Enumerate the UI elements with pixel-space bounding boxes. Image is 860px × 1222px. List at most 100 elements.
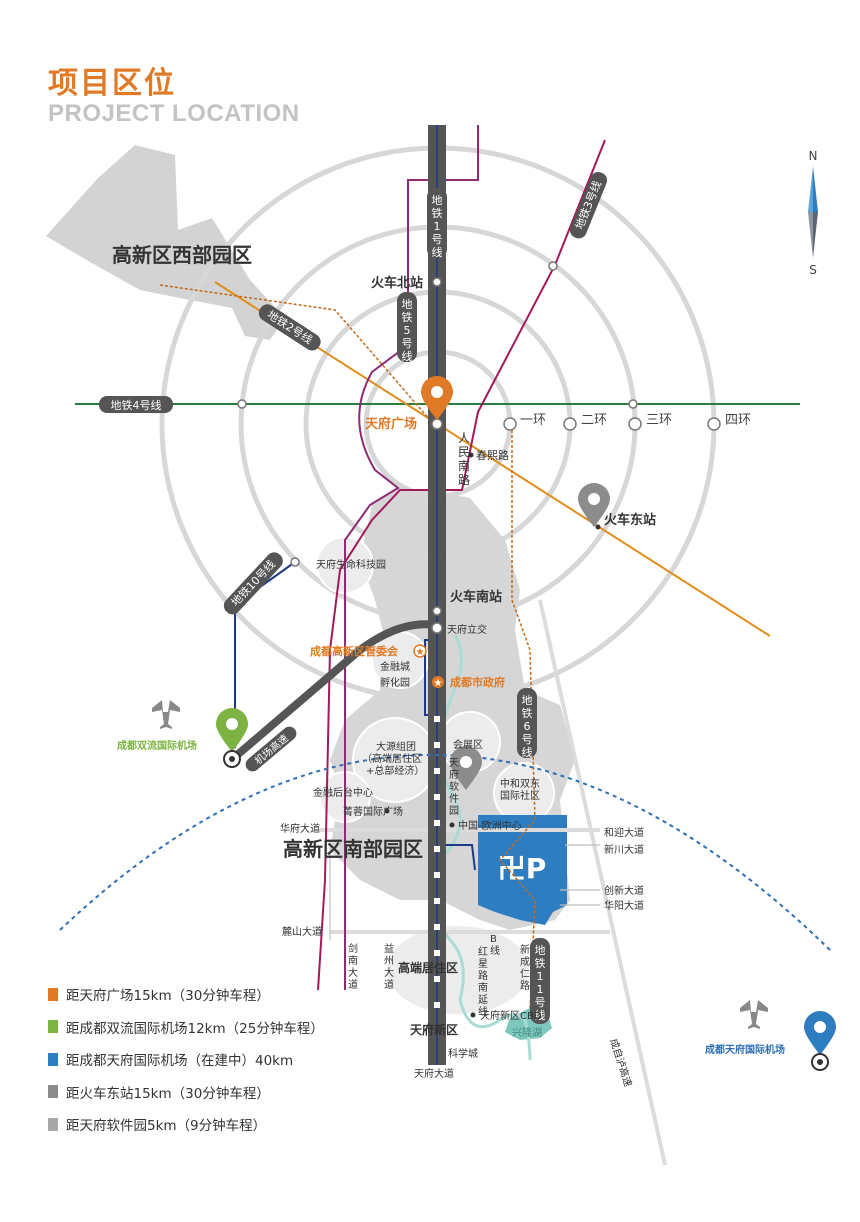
- admin-star-icon: [413, 644, 427, 658]
- dayuan-sub-label: （高端居住区: [362, 752, 422, 765]
- compass-icon: [808, 166, 818, 258]
- station-line4-w: [237, 399, 247, 409]
- legend-text: 距火车东站15km（30分钟车程）: [66, 1085, 270, 1102]
- ring1-dot: [503, 417, 517, 431]
- north-station-dot: [432, 277, 442, 287]
- metro-line-18: [159, 284, 431, 421]
- xincheng-label: 新成仁路: [520, 943, 530, 992]
- compass-north: N: [809, 149, 818, 163]
- dayuan-sub2-label: +总部经济）: [366, 764, 424, 777]
- science-city-label: 科学城: [448, 1047, 478, 1060]
- legend-swatch: [48, 1085, 58, 1099]
- tianfu-cbd-label: 天府新区CBD: [480, 1009, 542, 1022]
- ring3-label: 三环: [646, 413, 672, 428]
- line10-label: 地铁10号线: [228, 557, 278, 609]
- furong-label: 菁蓉国际广场: [343, 805, 403, 818]
- lushan-ave-label: 麓山大道: [282, 925, 322, 938]
- chunxi-road-label: 春熙路: [476, 449, 509, 462]
- airplane-icon: [152, 700, 180, 729]
- page-title: 项目区位: [48, 66, 176, 101]
- legend-text: 距天府软件园5km（9分钟车程）: [66, 1118, 267, 1135]
- legend-item: 距火车东站15km（30分钟车程）: [48, 1076, 324, 1109]
- tianfu-airport-label: 成都天府国际机场: [705, 1043, 785, 1056]
- heying-ave-label: 和迎大道: [604, 826, 644, 839]
- svg-text:★: ★: [416, 647, 425, 658]
- tianfu-square-label: 天府广场: [365, 416, 417, 432]
- ring4-dot: [707, 417, 721, 431]
- yizhou-ave-label: 益州大道: [384, 942, 394, 991]
- huafu-ave-label: 华府大道: [280, 822, 320, 835]
- project-logo-icon: 卍P: [498, 852, 547, 885]
- south-station-label: 火车南站: [450, 589, 502, 605]
- legend-text: 距天府广场15km（30分钟车程）: [66, 988, 270, 1005]
- metro-line-3: [317, 139, 606, 991]
- admin-committee-label: 成都高新区管委会: [310, 644, 399, 658]
- station-line10: [290, 557, 300, 567]
- compass-south: S: [809, 263, 817, 277]
- hongxing-label: 红星路南延线: [478, 945, 488, 1018]
- software-park-label: 天府软件园: [449, 758, 459, 817]
- huayang-ave-label: 华阳大道: [604, 899, 644, 912]
- sino-euro-label: 中国-欧洲中心: [458, 819, 522, 832]
- city-government-label: 成都市政府: [450, 675, 505, 689]
- renmin-road-label: 人民南路: [458, 431, 470, 487]
- legend-text: 距成都天府国际机场（在建中）40km: [66, 1053, 294, 1070]
- ring4-label: 四环: [725, 413, 751, 428]
- airplane-icon-2: [740, 1000, 768, 1029]
- jiannan-ave-label: 剑南大道: [348, 942, 358, 991]
- south-park-label: 高新区南部园区: [283, 837, 423, 861]
- metro-line-5: [344, 125, 479, 990]
- financial-city-label: 金融城: [380, 660, 410, 673]
- east-station-pin: [578, 483, 610, 527]
- xinglong-lake-label: 兴隆湖: [512, 1026, 542, 1039]
- shuangliu-label: 成都双流国际机场: [117, 739, 197, 752]
- south-station-dot: [432, 606, 442, 616]
- gov-star-icon: [432, 676, 444, 688]
- backoffice-label: 金融后台中心: [313, 786, 373, 799]
- shuangliu-airport-pin: [216, 708, 248, 768]
- dayuan-label: 大源组团: [376, 740, 416, 753]
- page-subtitle: PROJECT LOCATION: [48, 100, 300, 127]
- life-science-label: 天府生命科技园: [316, 558, 386, 571]
- metro-line-1-branch2: [438, 844, 476, 871]
- legend-item: 距成都双流国际机场12km（25分钟车程）: [48, 1011, 324, 1044]
- legend-swatch: [48, 987, 58, 1001]
- west-park-label: 高新区西部园区: [112, 243, 252, 267]
- legend-swatch: [48, 1117, 58, 1131]
- legend-item: 距天府广场15km（30分钟车程）: [48, 978, 324, 1011]
- tianfu-interchange-dot: [431, 622, 443, 634]
- legend-swatch: [48, 1020, 58, 1034]
- legend: 距天府广场15km（30分钟车程） 距成都双流国际机场12km（25分钟车程） …: [48, 978, 324, 1141]
- chuangxin-ave-label: 创新大道: [604, 884, 644, 897]
- ring1-label: 一环: [520, 413, 546, 428]
- tianfu-new-area-label: 天府新区: [410, 1022, 458, 1037]
- east-station-label: 火车东站: [604, 512, 656, 528]
- tianfu-square-pin: [421, 376, 453, 420]
- station-line3: [548, 261, 558, 271]
- highend-residential-label: 高端居住区: [398, 960, 458, 975]
- ring2-dot: [563, 417, 577, 431]
- project-site: [478, 815, 567, 925]
- incubator-label: 孵化园: [380, 676, 410, 689]
- zhonghe-label: 中和双东: [500, 777, 540, 790]
- legend-item: 距成都天府国际机场（在建中）40km: [48, 1043, 324, 1076]
- tianfu-ave-label: 天府大道: [414, 1067, 454, 1080]
- ring3-dot: [628, 417, 642, 431]
- exhibition-label: 会展区: [453, 738, 483, 751]
- xinchuan-ave-label: 新川大道: [604, 843, 644, 856]
- tianfu-airport-pin: [804, 1011, 836, 1071]
- svg-text:★: ★: [434, 678, 443, 689]
- tianfu-interchange-label: 天府立交: [447, 623, 487, 636]
- station-line4-e: [628, 399, 638, 409]
- chengzi-expressway-label: 成自泸高速: [607, 1037, 635, 1089]
- tianfu-square-dot: [431, 418, 443, 430]
- legend-swatch: [48, 1052, 58, 1066]
- airport-expressway: [233, 620, 437, 760]
- ring2-label: 二环: [581, 413, 607, 428]
